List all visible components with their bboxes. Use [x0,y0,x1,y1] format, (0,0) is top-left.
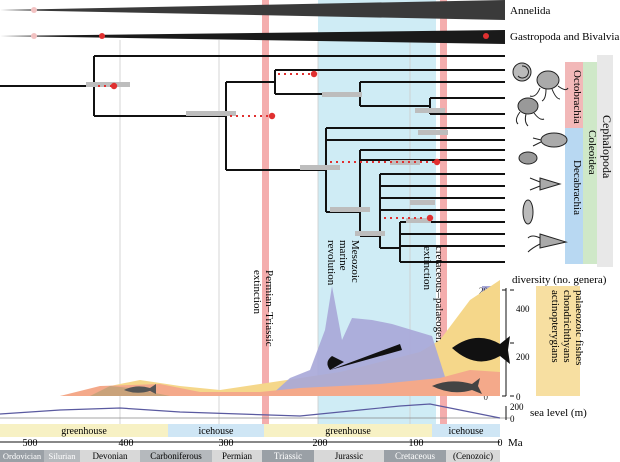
cephalopoda-band [597,55,613,267]
tick-500: 500 [23,438,38,449]
fish-legend-band [536,286,580,396]
squid-icon-2 [522,199,534,225]
period-carboniferous: Carboniferous [150,451,202,461]
tick-200: 200 [313,438,328,449]
climate-label-3: greenhouse [325,426,371,437]
gastropoda-label: Gastropoda and Bivalvia [510,31,619,43]
annelida-node [31,7,37,13]
fish-tick-200: 200 [516,352,530,362]
permian-triassic-line [262,0,269,430]
nautilus-icon [512,62,532,82]
cephalopoda-label: Cephalopoda [600,115,614,179]
sea-level-axis: 200 0 [505,402,524,424]
cuttlefish-icon [532,132,568,148]
octopus-icon-2 [515,97,545,127]
gastropoda-node-c [483,33,489,39]
period-bar: Ordovician Silurian Devonian Carbonifero… [0,450,500,462]
decabrachia-label: Decabrachia [571,160,583,215]
coleoidea-band [583,62,597,264]
time-axis: 500 400 300 200 100 0 Ma [0,437,523,449]
period-devonian: Devonian [93,451,128,461]
octobrachia-band [565,62,583,128]
gastropoda-node-b [99,33,105,39]
tick-0: 0 [498,438,503,449]
decabrachia-band [565,128,583,264]
period-jurassic: Jurassic [335,451,364,461]
tick-100: 100 [409,438,424,449]
squid-icon-3 [527,233,568,253]
chondrichthyan-area [60,370,500,396]
octobrachia-label: Octobrachia [571,70,583,124]
period-silurian: Silurian [49,451,77,461]
squid-icon [529,177,562,191]
tuna-icon [452,336,510,364]
sea-level-label: sea level (m) [530,407,587,419]
shark-icon [432,378,482,394]
fish-icon [124,384,156,394]
sea-level-tick-200: 200 [510,402,524,412]
belemnite-area [270,286,448,396]
tick-300: 300 [219,438,234,449]
gastropoda-wedge [0,30,505,44]
fish-tick-400: 400 [516,304,530,314]
period-cenozoic: (Cenozoic) [453,451,493,461]
belemnite-tick-0: 0 [484,392,489,402]
period-triassic: Triassic [274,451,302,461]
climate-label-2: icehouse [199,426,235,437]
cuttlefish-icon-2 [518,151,538,165]
cephalopod-silhouettes [512,62,569,253]
climate-label-1: greenhouse [61,426,107,437]
coleoidea-label: Coleoidea [586,130,598,175]
fish-groups-label: actinopterygians chondrichthyans palaeoz… [549,290,585,365]
period-cretaceous: Cretaceous [395,451,435,461]
climate-bands: greenhouse icehouse greenhouse icehouse [0,424,500,437]
climate-label-4: icehouse [449,426,485,437]
diversity-title: diversity (no. genera) [512,274,607,286]
cretaceous-palaeogene-label: cretaceous–palaeogene extinction [421,246,445,350]
annelida-label: Annelida [510,5,550,17]
octopus-icon [529,70,569,102]
cretaceous-palaeogene-line [440,0,447,430]
mesozoic-revolution-label: Mesozoic marine revolution [325,240,361,286]
period-ordovician: Ordovician [3,451,42,461]
calibration-points [110,70,441,222]
sea-level-tick-0: 0 [510,414,515,424]
fish-axis: 400 200 0 [510,289,530,402]
time-axis-unit: Ma [508,437,523,449]
belemnite-icon [327,344,402,370]
period-permian: Permian [222,451,252,461]
permian-triassic-label: Permian–Triassic extinction [251,270,275,349]
node-age-bars [86,82,448,236]
sea-level-curve [0,403,501,419]
gastropoda-node-a [31,33,37,39]
annelida-wedge [0,0,505,20]
fish-tick-0: 0 [516,392,521,402]
calibration-lines [98,73,434,219]
tick-400: 400 [119,438,134,449]
